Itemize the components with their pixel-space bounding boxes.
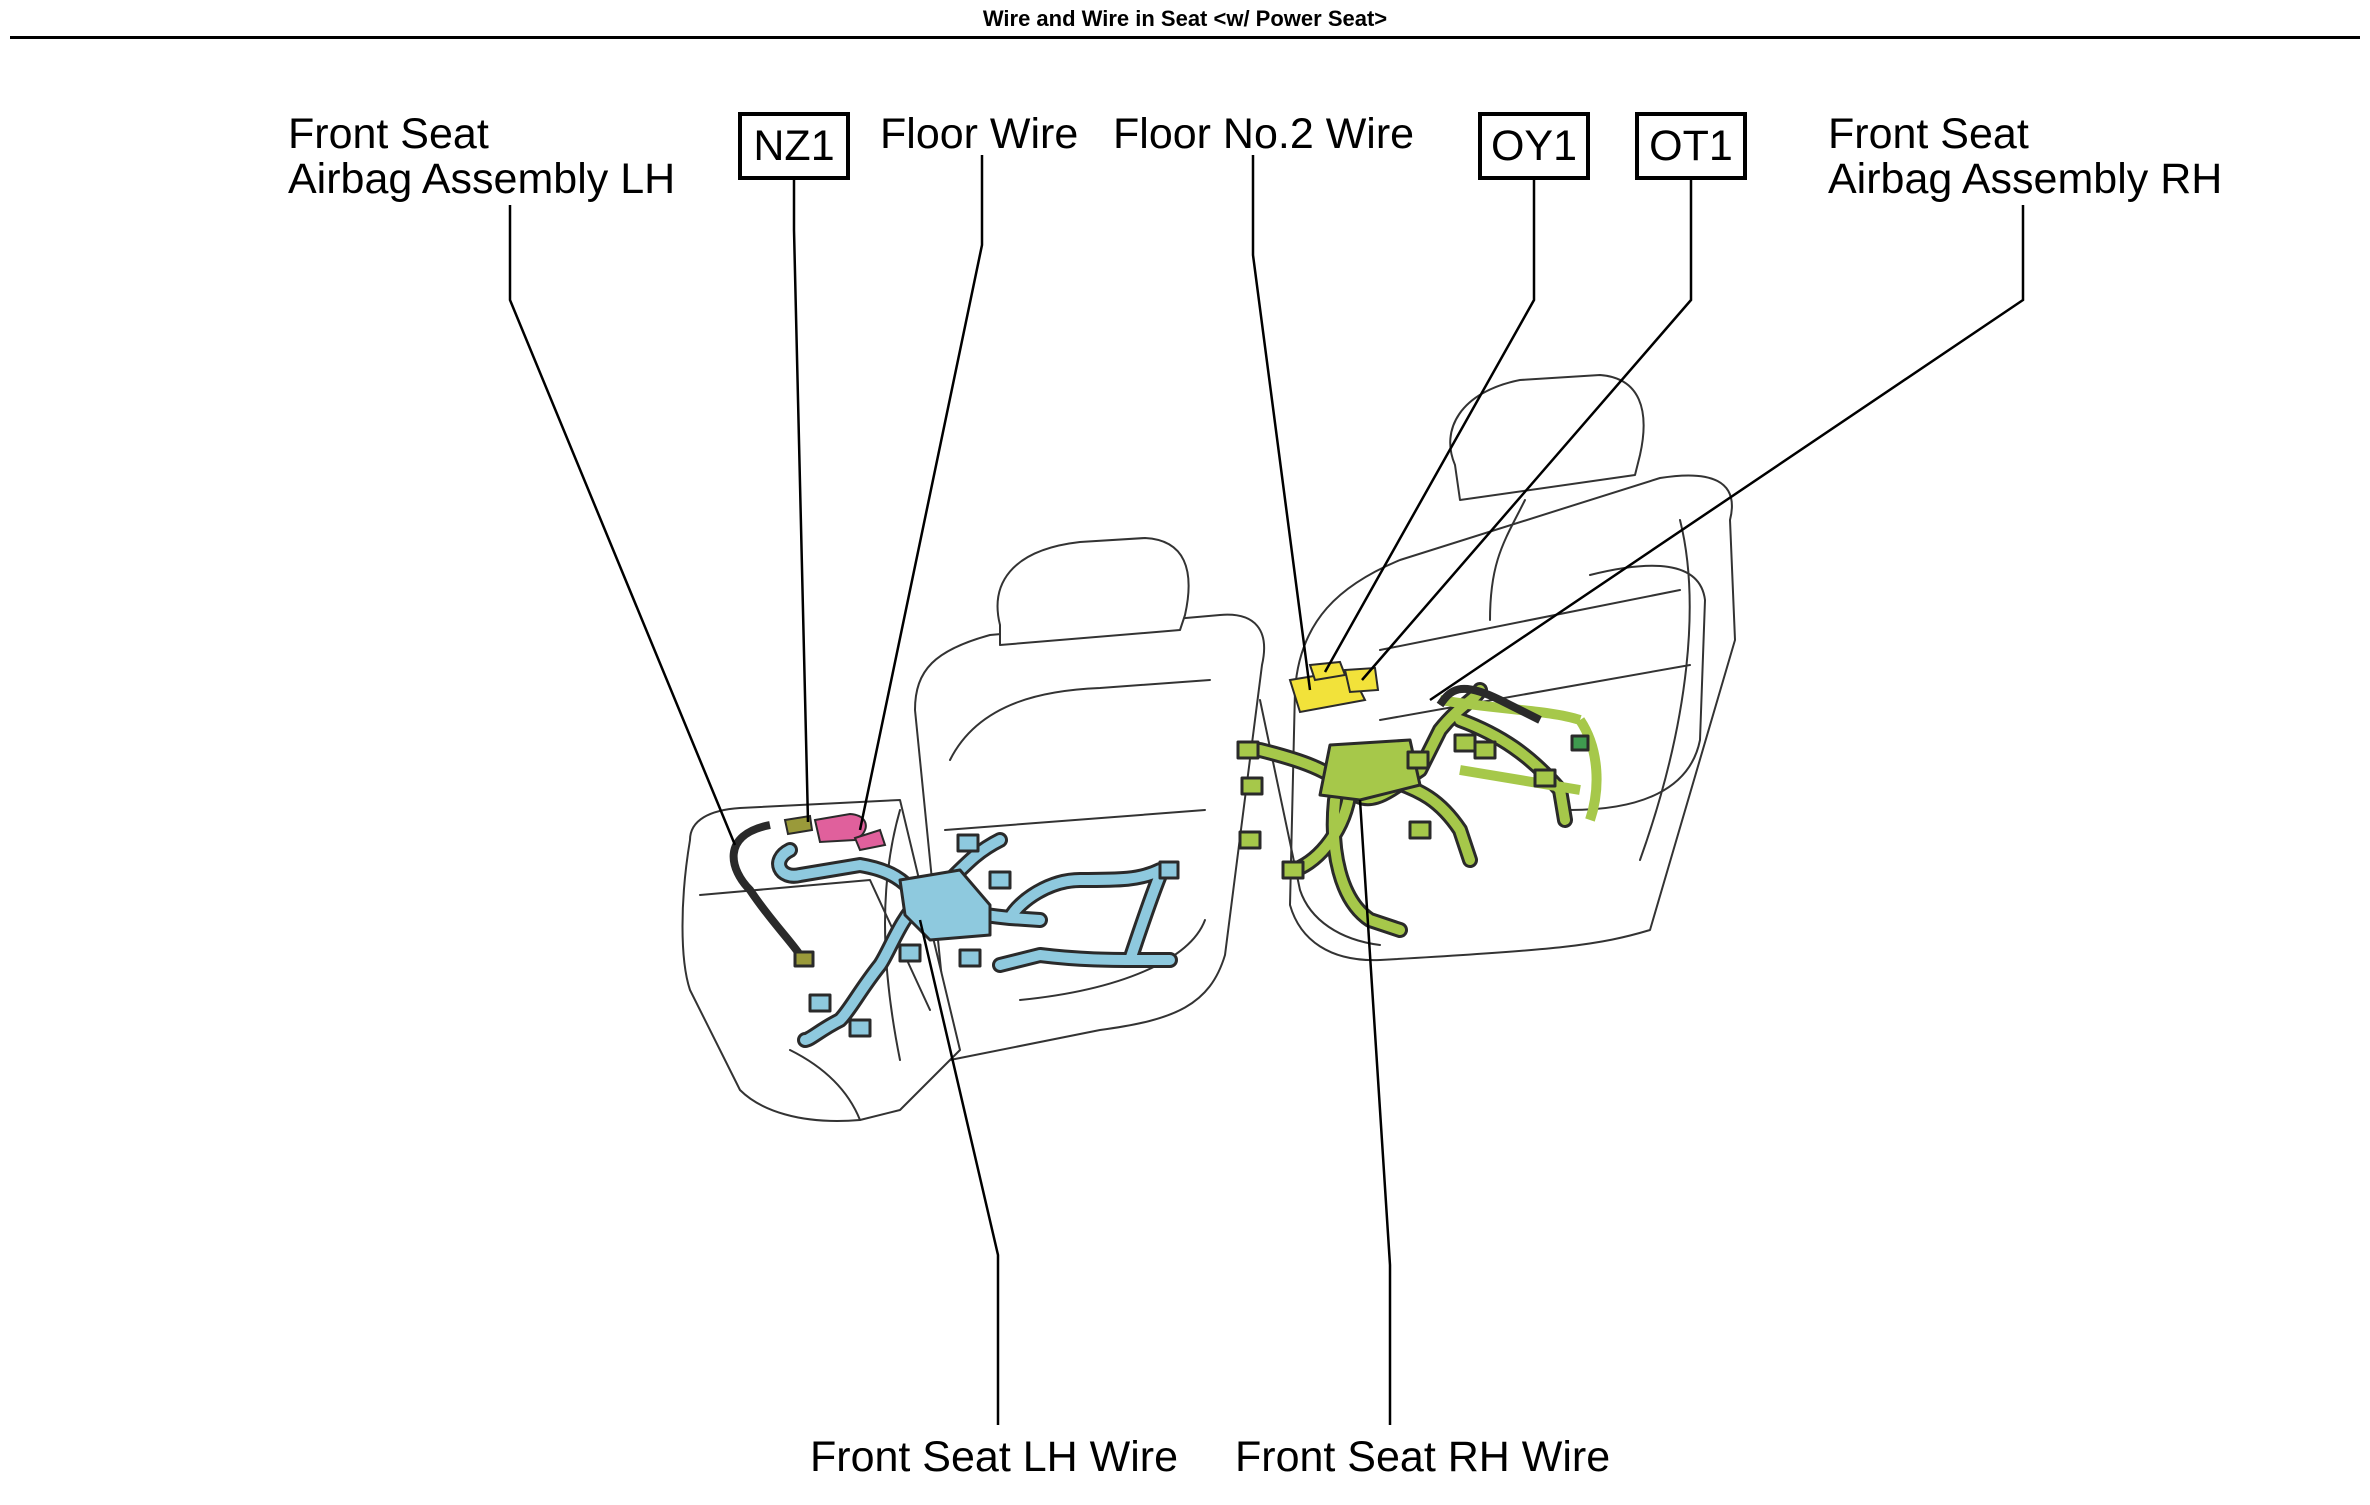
rh-connector xyxy=(1236,740,1260,760)
leader-line-floor-no2-wire xyxy=(1251,155,1312,691)
ot1-connector xyxy=(1343,666,1380,694)
seat-lh-back-detail xyxy=(944,679,1211,1001)
label-front-seat-airbag-rh-line1: Front Seat xyxy=(1828,110,2029,158)
leader-line-floor-wire xyxy=(858,155,984,831)
rh-connector xyxy=(1473,740,1497,760)
airbag-lh-connector xyxy=(793,950,815,968)
seat-lh-backrest xyxy=(914,613,1266,1061)
front-seat-rh-harness xyxy=(1236,682,1602,938)
lh-connector xyxy=(848,1018,872,1038)
lh-connector xyxy=(988,870,1012,890)
lh-connector xyxy=(1158,860,1180,880)
label-front-seat-airbag-rh: Front Seat Airbag Assembly RH xyxy=(1828,112,2222,202)
lh-connector xyxy=(958,948,982,968)
rh-connector xyxy=(1281,860,1305,880)
seat-lh-side-trim xyxy=(884,809,901,1061)
rh-harness-junction xyxy=(1318,738,1422,802)
rh-connector xyxy=(1240,776,1264,796)
leader-line-airbag-lh xyxy=(508,205,737,846)
lh-airbag-wire xyxy=(729,821,804,958)
label-front-seat-rh-wire: Front Seat RH Wire xyxy=(1235,1433,1611,1481)
label-floor-no2-wire: Floor No.2 Wire xyxy=(1113,110,1415,158)
label-front-seat-airbag-lh-line2: Airbag Assembly LH xyxy=(288,155,676,203)
seat-rh xyxy=(1259,374,1736,962)
seat-rh-cushion xyxy=(1259,699,1381,946)
seat-lh-cushion-detail xyxy=(699,879,931,1121)
lh-harness-junction xyxy=(898,868,992,942)
front-seat-lh-harness xyxy=(729,821,1180,1048)
lh-connector xyxy=(808,993,832,1013)
rh-connector xyxy=(1408,820,1432,840)
seat-rh-back-detail xyxy=(1379,519,1691,861)
nz1-connector xyxy=(783,814,814,836)
rh-connector xyxy=(1453,733,1477,753)
rh-connector xyxy=(1238,830,1262,850)
rh-airbag-wire xyxy=(1436,684,1542,724)
lh-connector xyxy=(898,943,922,963)
label-front-seat-lh-wire: Front Seat LH Wire xyxy=(810,1433,1178,1481)
floor-wire-connector-group xyxy=(783,812,887,852)
leader-line-nz1 xyxy=(792,180,810,823)
code-box-ot1: OT1 xyxy=(1635,112,1747,180)
rh-connector xyxy=(1406,750,1430,770)
leader-line-front-seat-rh-wire xyxy=(1358,799,1392,1425)
floor-wire-connector xyxy=(853,828,887,852)
label-floor-wire: Floor Wire xyxy=(880,110,1079,158)
label-front-seat-airbag-rh-line2: Airbag Assembly RH xyxy=(1828,155,2223,203)
leader-line-front-seat-lh-wire xyxy=(918,919,1000,1425)
title-rule xyxy=(10,36,2360,39)
seat-lh-headrest xyxy=(996,537,1190,646)
leader-line-oy1 xyxy=(1323,180,1536,673)
seat-rh-side-panel xyxy=(1569,564,1706,811)
leader-lines xyxy=(508,155,2025,1425)
code-box-oy1: OY1 xyxy=(1478,112,1590,180)
seat-rh-headrest-post xyxy=(1489,499,1526,621)
seat-rh-backrest xyxy=(1289,474,1736,962)
page-title: Wire and Wire in Seat <w/ Power Seat> xyxy=(982,6,1388,31)
seat-rh-headrest xyxy=(1449,374,1645,501)
rh-connector xyxy=(1570,734,1590,752)
leader-line-airbag-rh xyxy=(1429,205,2025,702)
rh-connector xyxy=(1533,768,1557,788)
label-front-seat-airbag-lh-line1: Front Seat xyxy=(288,110,489,158)
leader-line-ot1 xyxy=(1361,180,1693,681)
code-box-nz1: NZ1 xyxy=(738,112,850,180)
page-header: Wire and Wire in Seat <w/ Power Seat> xyxy=(0,0,2370,44)
seat-lh xyxy=(681,537,1266,1122)
label-front-seat-airbag-lh: Front Seat Airbag Assembly LH xyxy=(288,112,675,202)
lh-connector xyxy=(956,833,980,853)
